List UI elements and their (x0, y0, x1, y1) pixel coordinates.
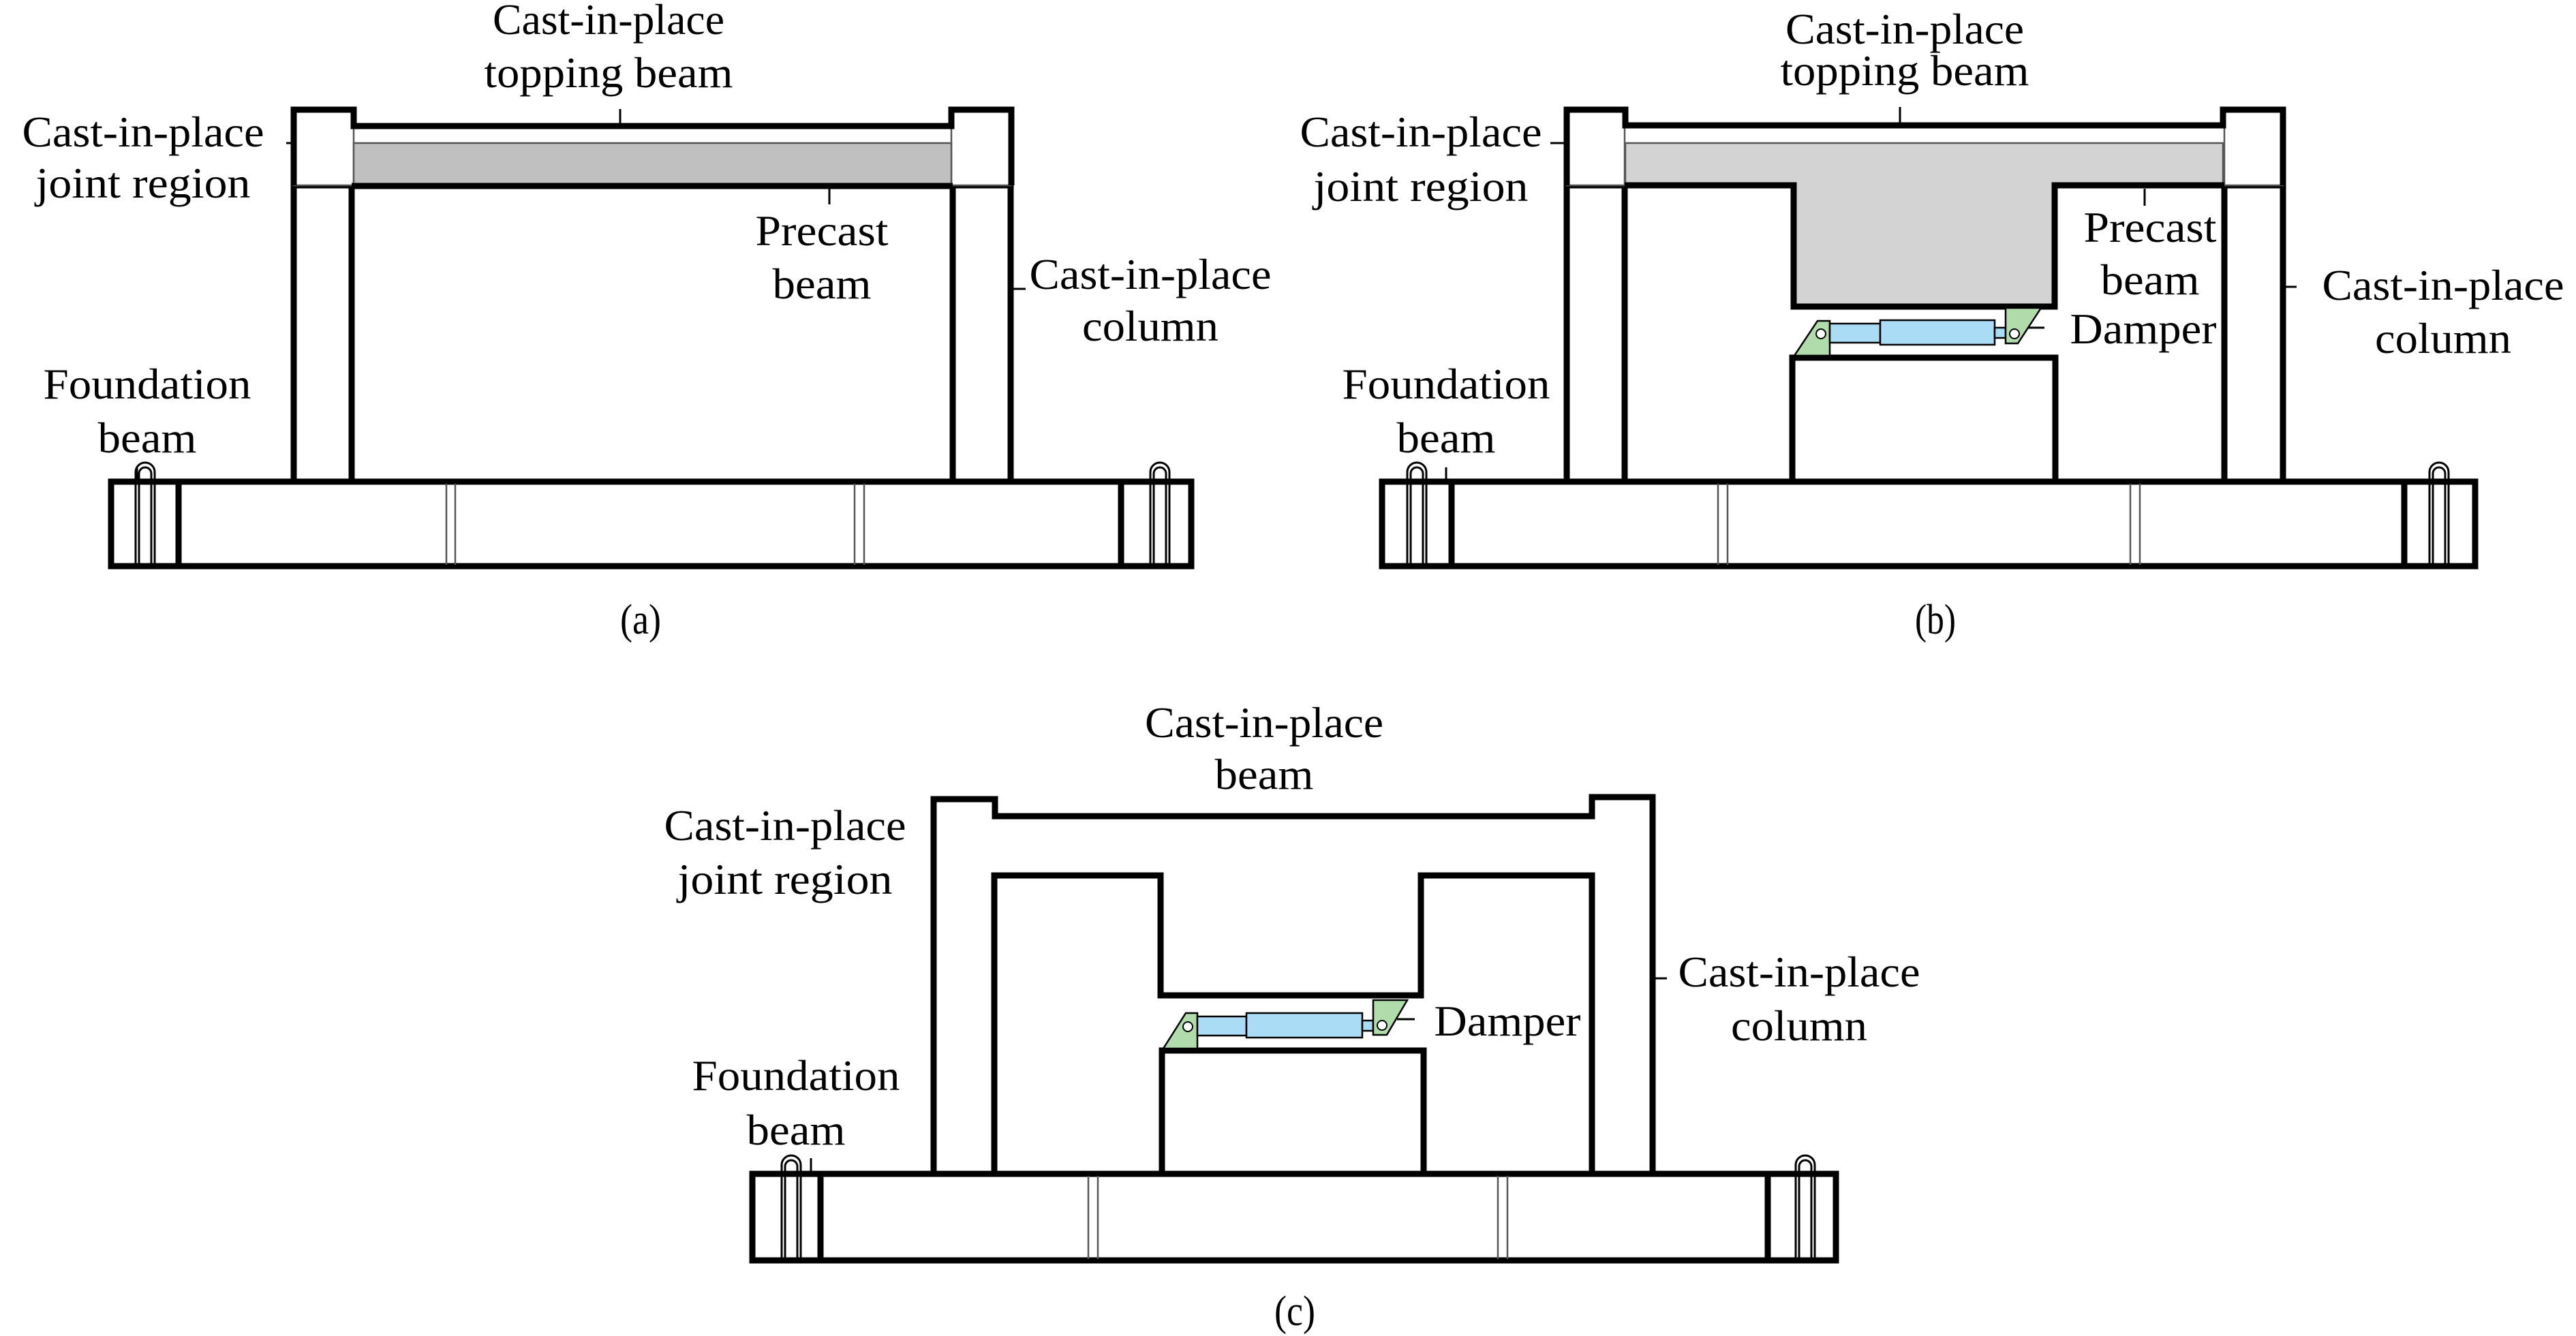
rebar-hook-icon (1794, 1154, 1816, 1259)
left-column (290, 182, 355, 485)
joint-region-label: joint region (34, 159, 250, 207)
panel-a: Cast-in-place topping beam Cast-in-place… (22, 0, 1272, 643)
column-label: column (1082, 302, 1218, 350)
panel-caption: (b) (1915, 597, 1956, 643)
left-joint-region (292, 108, 355, 187)
joint-region-label: Cast-in-place (1300, 108, 1542, 156)
foundation-beam-label: beam (747, 1106, 846, 1154)
foundation-beam (1379, 461, 2479, 570)
right-joint-region (950, 108, 1013, 187)
cast-in-place-frame (930, 794, 1656, 1177)
panel-c: Cast-in-place beam Cast-in-place joint r… (664, 698, 1920, 1335)
topping-beam-label: topping beam (485, 48, 733, 97)
column-label: Cast-in-place (1678, 948, 1920, 996)
left-joint-region (1565, 108, 1626, 187)
damper-label: Damper (1435, 997, 1581, 1045)
panel-caption: (c) (1274, 1288, 1315, 1335)
cast-in-place-beam-label: Cast-in-place (1145, 698, 1383, 747)
topping-beam-label: topping beam (1781, 46, 2029, 95)
left-column (1563, 182, 1628, 485)
rebar-hook-icon (1149, 461, 1171, 565)
panel-caption: (a) (620, 597, 661, 643)
column-label: column (1731, 1001, 1867, 1050)
precast-beam-label: beam (773, 260, 872, 308)
precast-beam-label: Precast (2084, 203, 2217, 251)
joint-region-label: Cast-in-place (664, 801, 906, 850)
damper-icon (1792, 307, 2043, 357)
rebar-hook-icon (2428, 461, 2450, 565)
panel-b: Cast-in-place topping beam Cast-in-place… (1300, 5, 2564, 643)
rebar-hook-icon (1406, 461, 1428, 565)
precast-beam-label: beam (2101, 255, 2200, 304)
foundation-beam-label: Foundation (1343, 360, 1550, 408)
foundation-beam (108, 461, 1195, 570)
rebar-hook-icon (134, 461, 156, 565)
topping-beam-label: Cast-in-place (1785, 5, 2024, 53)
damper-label: Damper (2070, 305, 2217, 353)
right-column (2221, 182, 2286, 485)
precast-beam-label: Precast (756, 206, 889, 255)
right-column (949, 182, 1014, 485)
damper-icon (1161, 999, 1409, 1050)
foundation-beam-label: beam (1397, 414, 1496, 462)
joint-region-label: joint region (676, 855, 892, 903)
column-label: Cast-in-place (1030, 250, 1272, 298)
topping-beam-label: Cast-in-place (493, 0, 724, 44)
foundation-beam-label: Foundation (692, 1051, 900, 1100)
joint-region-label: Cast-in-place (22, 108, 264, 156)
column-label: Cast-in-place (2322, 261, 2564, 309)
foundation-beam-label: beam (98, 414, 197, 462)
cast-in-place-beam-label: beam (1215, 750, 1314, 798)
lower-stub (1789, 354, 2059, 485)
precast-beam (352, 142, 953, 187)
column-label: column (2375, 314, 2511, 362)
right-joint-region (2223, 108, 2284, 187)
lower-stub (1159, 1047, 1427, 1177)
foundation-beam-label: Foundation (44, 360, 251, 408)
rebar-hook-icon (780, 1154, 802, 1259)
joint-region-label: joint region (1312, 162, 1528, 211)
